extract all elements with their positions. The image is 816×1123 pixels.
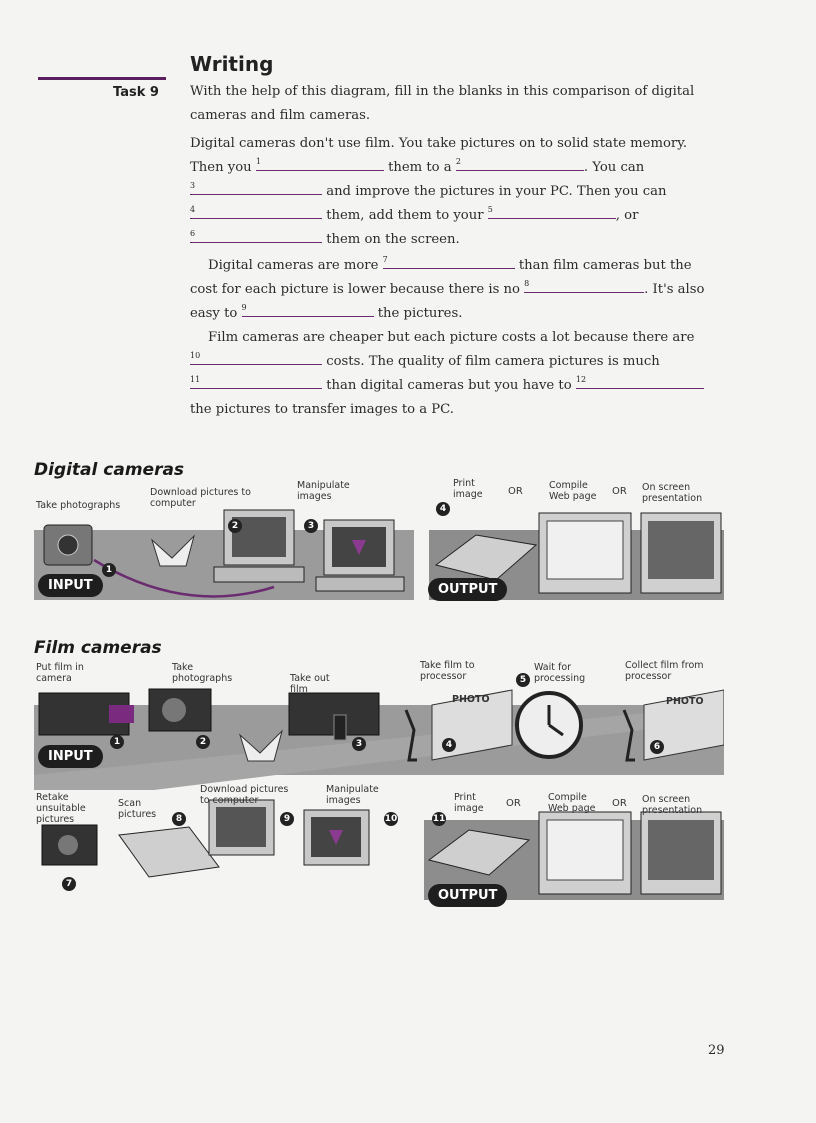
digital-step-4: 4 bbox=[436, 502, 450, 516]
digital-download-label: Download pictures to computer bbox=[150, 487, 251, 509]
film-step-9: 9 bbox=[280, 812, 294, 826]
page-number: 29 bbox=[708, 1043, 725, 1058]
film-or-1: OR bbox=[506, 798, 521, 809]
task-label: Task 9 bbox=[113, 85, 159, 100]
film-compile-label: Compile Web page bbox=[548, 792, 596, 814]
blank-3[interactable]: 3 bbox=[190, 180, 322, 195]
digital-step-1: 1 bbox=[102, 563, 116, 577]
photo-sign-1: PHOTO bbox=[452, 694, 490, 705]
digital-or-2: OR bbox=[612, 486, 627, 497]
film-manipulate-label: Manipulate images bbox=[326, 784, 379, 806]
blank-5[interactable]: 5 bbox=[487, 204, 616, 219]
digital-take-label: Take photographs bbox=[36, 500, 121, 511]
digital-or-1: OR bbox=[508, 486, 523, 497]
blank-10[interactable]: 10 bbox=[190, 350, 322, 365]
blank-6[interactable]: 6 bbox=[190, 228, 322, 243]
digital-onscreen-label: On screen presentation bbox=[642, 482, 703, 504]
digital-compile-label: Compile Web page bbox=[549, 480, 597, 502]
digital-diagram bbox=[34, 509, 724, 600]
film-print-label: Print image bbox=[454, 792, 484, 814]
p1-line2: Then you 1 them to a 2. You can bbox=[190, 156, 645, 175]
blank-1[interactable]: 1 bbox=[255, 156, 384, 171]
film-step-5: 5 bbox=[516, 673, 530, 687]
film-wait-label: Wait for processing bbox=[534, 662, 586, 684]
p1-line5: 6 them on the screen. bbox=[190, 228, 460, 247]
digital-manipulate-label: Manipulate images bbox=[297, 480, 350, 502]
heading-rule bbox=[38, 77, 166, 80]
butterfly-icon bbox=[150, 534, 195, 567]
film-step-6: 6 bbox=[650, 740, 664, 754]
blank-2[interactable]: 2 bbox=[455, 156, 584, 171]
blank-12[interactable]: 12 bbox=[575, 374, 704, 389]
film-step-4: 4 bbox=[442, 738, 456, 752]
person-1-icon bbox=[404, 709, 417, 762]
person-2-icon bbox=[622, 709, 635, 762]
film-printer-icon bbox=[427, 829, 531, 876]
film-diagram bbox=[34, 688, 724, 900]
film-or-2: OR bbox=[612, 798, 627, 809]
film-put-label: Put film in camera bbox=[36, 662, 84, 684]
film-butterfly-icon bbox=[238, 729, 283, 762]
film-output-pill: OUTPUT bbox=[428, 884, 508, 907]
p1-line1: Digital cameras don't use film. You take… bbox=[190, 136, 688, 151]
scanner-icon bbox=[118, 826, 220, 878]
film-takefilm-label: Take film to processor bbox=[420, 660, 475, 682]
blank-4[interactable]: 4 bbox=[190, 204, 322, 219]
digital-step-3: 3 bbox=[304, 519, 318, 533]
p1-line4: 4 them, add them to your 5, or bbox=[190, 204, 639, 223]
film-takeout-label: Take out film bbox=[290, 673, 330, 695]
film-step-8: 8 bbox=[172, 812, 186, 826]
film-scan-label: Scan pictures bbox=[118, 798, 157, 820]
film-onscreen-label: On screen presentation bbox=[642, 794, 703, 816]
film-collect-label: Collect film from processor bbox=[625, 660, 704, 682]
paragraph-1: Digital cameras don't use film. You take… bbox=[190, 132, 730, 252]
section-heading: Writing bbox=[190, 52, 274, 76]
film-step-2: 2 bbox=[196, 735, 210, 749]
blank-8[interactable]: 8 bbox=[524, 278, 645, 293]
paragraph-3: Film cameras are cheaper but each pictur… bbox=[190, 326, 730, 422]
digital-output-pill: OUTPUT bbox=[428, 578, 508, 601]
film-step-11: 11 bbox=[432, 812, 446, 826]
digital-print-label: Print image bbox=[453, 478, 483, 500]
film-download-label: Download pictures to computer bbox=[200, 784, 289, 806]
digital-step-2: 2 bbox=[228, 519, 242, 533]
film-step-1: 1 bbox=[110, 735, 124, 749]
digital-title: Digital cameras bbox=[34, 460, 185, 480]
blank-9[interactable]: 9 bbox=[241, 302, 374, 317]
film-step-7: 7 bbox=[62, 877, 76, 891]
film-step-3: 3 bbox=[352, 737, 366, 751]
film-take-label: Take photographs bbox=[172, 662, 233, 684]
film-title: Film cameras bbox=[34, 638, 162, 658]
film-retake-label: Retake unsuitable pictures bbox=[36, 792, 86, 825]
p1-line3: 3 and improve the pictures in your PC. T… bbox=[190, 180, 667, 199]
printer-icon bbox=[434, 534, 538, 581]
film-input-pill: INPUT bbox=[38, 745, 103, 768]
paragraph-2: Digital cameras are more 7 than film cam… bbox=[190, 254, 705, 321]
instruction-text: With the help of this diagram, fill in t… bbox=[190, 84, 695, 123]
blank-11[interactable]: 11 bbox=[190, 374, 322, 389]
photo-sign-2: PHOTO bbox=[666, 696, 704, 707]
digital-input-pill: INPUT bbox=[38, 574, 103, 597]
blank-7[interactable]: 7 bbox=[382, 254, 515, 269]
photo-shop-2-icon bbox=[643, 689, 724, 761]
film-step-10: 10 bbox=[384, 812, 398, 826]
